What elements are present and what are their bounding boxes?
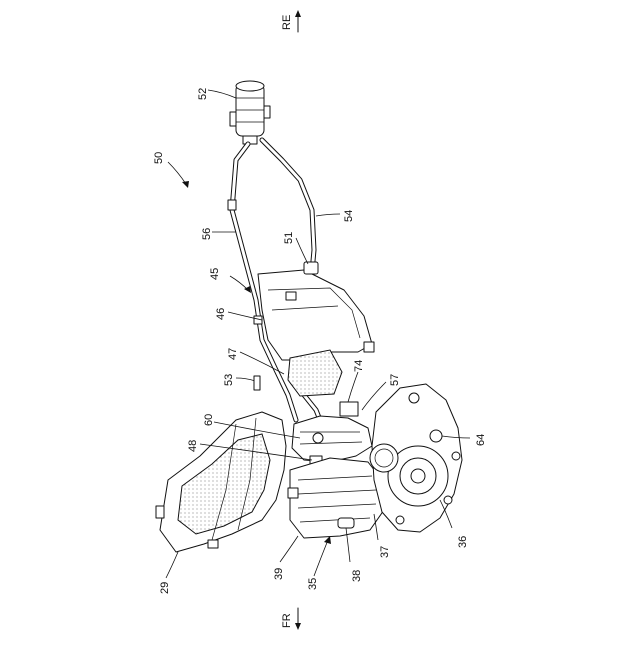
cylinder-head — [292, 402, 372, 464]
label-74: 74 — [353, 360, 365, 372]
label-39-numeral: 39 — [273, 568, 285, 580]
label-53: 53 — [223, 374, 235, 386]
label-47: 47 — [227, 348, 239, 360]
head-body — [292, 416, 372, 462]
cylinder-block — [288, 458, 384, 538]
intake-port — [370, 444, 398, 472]
direction-fr: FR — [281, 608, 301, 630]
label-51: 51 — [283, 232, 295, 244]
fr-label: FR — [281, 613, 293, 628]
label-57: 57 — [389, 374, 401, 386]
label-38-numeral: 38 — [351, 570, 363, 582]
label-56: 56 — [201, 228, 213, 240]
tank-body — [258, 270, 372, 360]
tank-lower-section — [288, 350, 342, 396]
crankcase-boss-top — [409, 393, 419, 403]
crankcase-bolt-2 — [396, 516, 404, 524]
re-arrow-head — [295, 10, 301, 17]
pipe-56-clamp — [228, 200, 236, 210]
part-64-boss — [430, 430, 442, 442]
tank-mount-right — [364, 342, 374, 352]
canister-bracket-left — [230, 112, 236, 126]
tank-valve-51 — [304, 262, 318, 274]
part-38-plug — [338, 518, 354, 528]
label-29: 29 — [159, 582, 171, 594]
crankcase — [370, 384, 462, 532]
re-label: RE — [281, 15, 293, 30]
block-bolt — [288, 488, 298, 498]
fuel-tank — [254, 262, 374, 396]
canister — [230, 81, 270, 144]
label-50: 50 — [153, 152, 165, 164]
block-body — [290, 458, 384, 538]
label-37: 37 — [379, 546, 391, 558]
label-48-visible-numeral: 48 — [187, 440, 199, 452]
label-54: 54 — [343, 210, 355, 222]
tank-cap — [286, 292, 296, 300]
direction-re: RE — [281, 10, 301, 32]
label-64: 64 — [475, 434, 487, 446]
label-45: 45 — [209, 268, 221, 280]
label-46: 46 — [215, 308, 227, 320]
part-53-clip — [254, 376, 260, 390]
fr-arrow-head — [295, 623, 301, 630]
canister-bracket-right — [264, 106, 270, 118]
label-35: 35 — [307, 578, 319, 590]
duct-mount — [156, 506, 164, 518]
crankcase-bolt-1 — [444, 496, 452, 504]
duct-mount-bottom — [208, 540, 218, 548]
head-bolt — [313, 433, 323, 443]
crankcase-bolt-3 — [452, 452, 460, 460]
air-duct — [156, 412, 286, 552]
label-60: 60 — [203, 414, 215, 426]
label-36: 36 — [457, 536, 469, 548]
crankcase-hub — [411, 469, 425, 483]
canister-top — [236, 81, 264, 91]
part-74-sensor — [340, 402, 358, 416]
label-52: 52 — [197, 88, 209, 100]
